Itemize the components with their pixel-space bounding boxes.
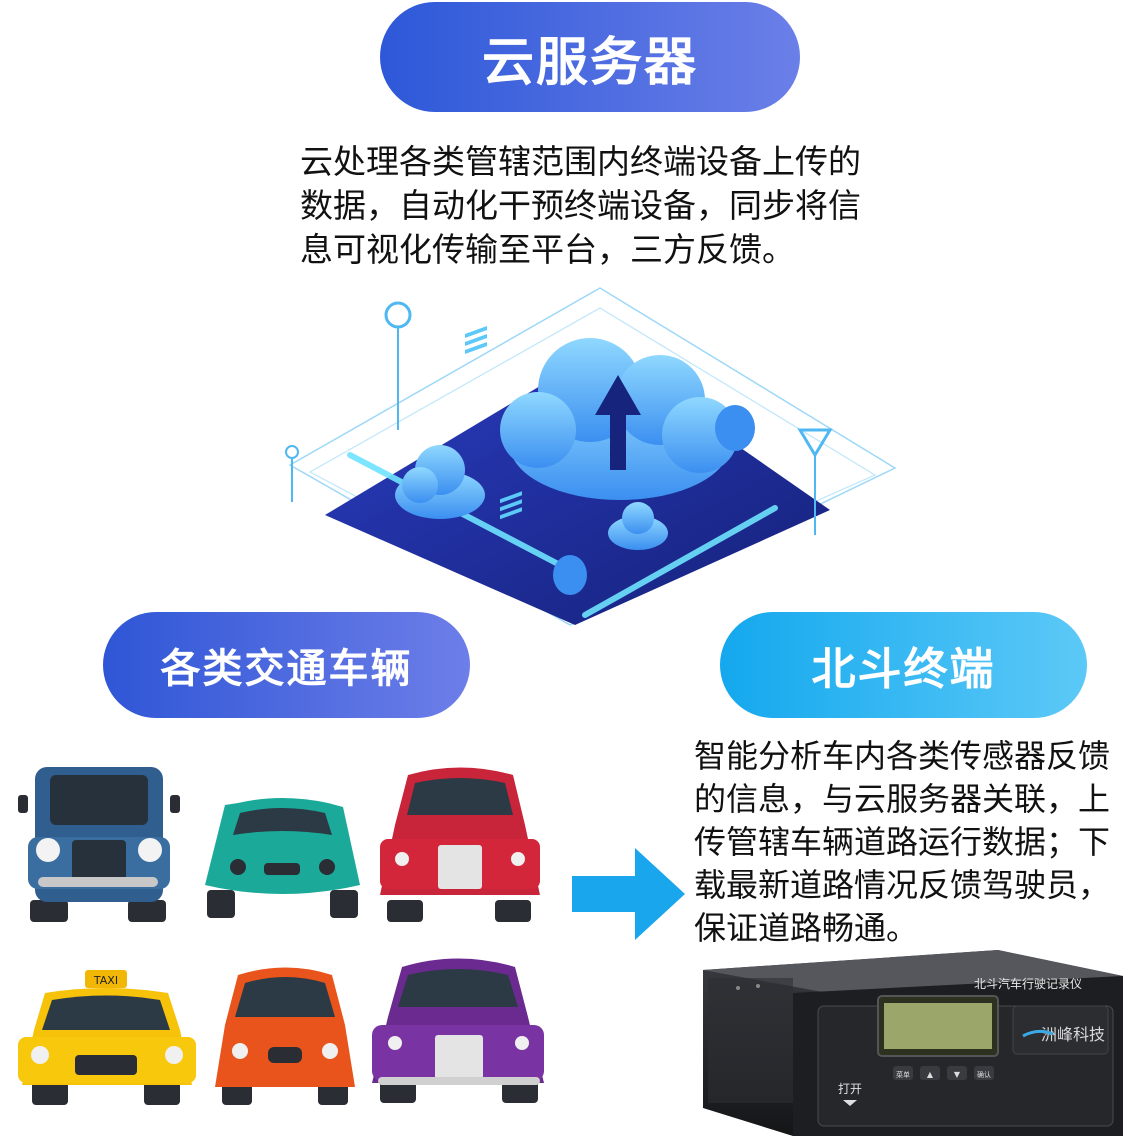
device-button-up: ▲ bbox=[927, 1070, 934, 1079]
small-cloud-icon bbox=[395, 445, 485, 519]
coin-icon bbox=[715, 405, 755, 451]
beidou-terminal-pill: 北斗终端 bbox=[720, 612, 1087, 718]
device-open-label: 打开 bbox=[838, 1082, 862, 1096]
green-car-icon bbox=[205, 798, 360, 918]
device-maker-logo: 洲峰科技 bbox=[1041, 1025, 1105, 1044]
stripes-icon bbox=[465, 326, 522, 520]
device-button-confirm: 确认 bbox=[977, 1070, 991, 1079]
red-car-icon bbox=[380, 767, 540, 922]
cloud-server-description: 云处理各类管辖范围内终端设备上传的数据，自动化干预终端设备，同步将信息可视化传输… bbox=[300, 142, 861, 269]
open-arrow-icon bbox=[843, 1100, 857, 1106]
light-beam bbox=[582, 505, 778, 618]
device-buttons: 菜单 ▲ ▼ 确认 bbox=[893, 1066, 994, 1080]
purple-car-icon bbox=[372, 958, 544, 1103]
vehicles-title: 各类交通车辆 bbox=[160, 646, 413, 692]
maker-logo-icon bbox=[1022, 1029, 1054, 1038]
device-button-menu: 菜单 bbox=[896, 1070, 910, 1079]
taxi-sign: TAXI bbox=[93, 974, 118, 987]
pin-circle bbox=[285, 445, 299, 459]
beidou-terminal-description: 智能分析车内各类传感器反馈的信息，与云服务器关联，上传管辖车辆道路运行数据；下载… bbox=[694, 737, 1111, 947]
coin-icon bbox=[553, 555, 587, 595]
device-brand-label: 北斗汽车行驶记录仪 bbox=[974, 976, 1082, 991]
cloud-platform-illustration bbox=[285, 287, 897, 626]
platform-outline-top bbox=[288, 287, 897, 626]
cloud-server-pill: 云服务器 bbox=[380, 2, 800, 112]
taxi-car-icon: TAXI bbox=[18, 970, 196, 1105]
beidou-recorder-device: 北斗汽车行驶记录仪 洲峰科技 菜单 ▲ ▼ 确认 打开 bbox=[703, 950, 1123, 1136]
orange-car-icon bbox=[215, 967, 355, 1105]
right-arrow-icon bbox=[572, 848, 685, 940]
small-cloud-icon bbox=[608, 502, 668, 550]
upload-arrow-icon bbox=[595, 375, 641, 470]
vehicles-pill: 各类交通车辆 bbox=[103, 612, 470, 718]
cloud-server-title: 云服务器 bbox=[481, 32, 698, 93]
device-button-down: ▼ bbox=[954, 1070, 961, 1079]
beidou-terminal-title: 北斗终端 bbox=[811, 644, 996, 695]
pin-circle bbox=[384, 301, 412, 329]
jeep-car-icon bbox=[18, 767, 180, 922]
antenna-icon bbox=[797, 428, 833, 458]
vehicles-illustration: TAXI bbox=[18, 767, 544, 1105]
